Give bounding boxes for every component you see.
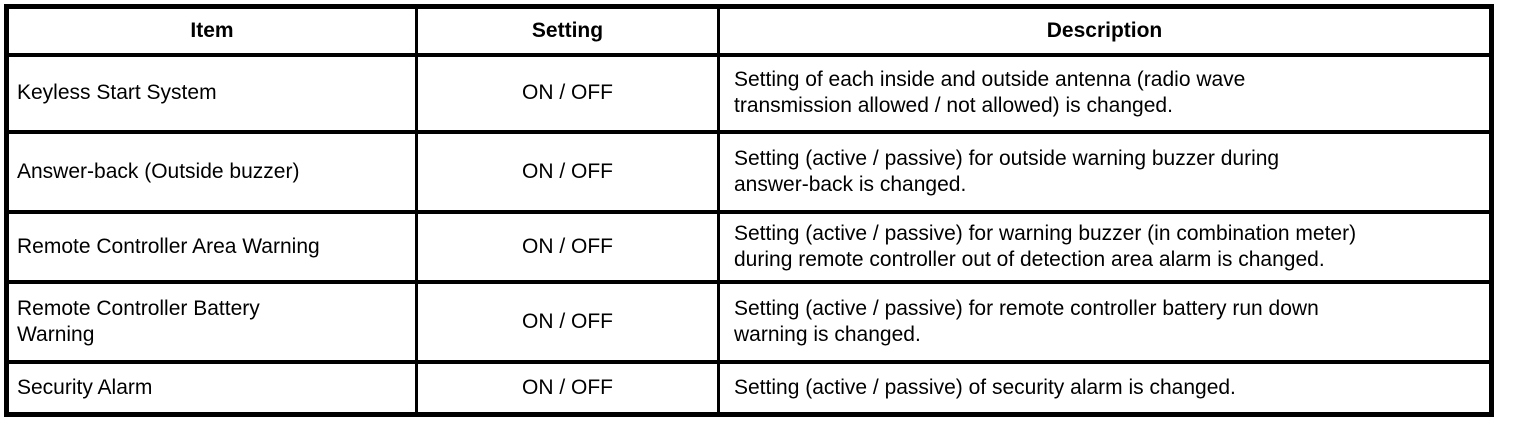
item-cell: Answer-back (Outside buzzer) [5,129,418,214]
setting-cell: ON / OFF [415,209,720,284]
table-row: Security Alarm ON / OFF Setting (active … [5,359,1493,417]
description-cell: Setting of each inside and outside anten… [717,52,1493,134]
column-header-description: Description [717,4,1493,57]
table-row: Remote Controller Battery Warning ON / O… [5,279,1493,364]
manual-page: { "table": { "headers": ["Item", "Settin… [0,4,1520,424]
item-cell: Security Alarm [5,359,418,417]
item-cell: Remote Controller Battery Warning [5,279,418,364]
table-row: Keyless Start System ON / OFF Setting of… [5,52,1493,134]
description-cell: Setting (active / passive) for warning b… [717,209,1493,284]
setting-cell: ON / OFF [415,279,720,364]
setting-cell: ON / OFF [415,129,720,214]
description-cell: Setting (active / passive) of security a… [717,359,1493,417]
column-header-item: Item [5,4,418,57]
settings-table-header: Item Setting Description [5,4,1493,57]
setting-cell: ON / OFF [415,52,720,134]
description-cell: Setting (active / passive) for remote co… [717,279,1493,364]
setting-cell: ON / OFF [415,359,720,417]
item-cell: Keyless Start System [5,52,418,134]
settings-table: Item Setting Description Keyless Start S… [4,4,1494,417]
item-cell: Remote Controller Area Warning [5,209,418,284]
column-header-setting: Setting [415,4,720,57]
table-row: Remote Controller Area Warning ON / OFF … [5,209,1493,284]
table-row: Answer-back (Outside buzzer) ON / OFF Se… [5,129,1493,214]
description-cell: Setting (active / passive) for outside w… [717,129,1493,214]
header-row: Item Setting Description [5,4,1493,57]
settings-table-body: Keyless Start System ON / OFF Setting of… [5,52,1493,417]
